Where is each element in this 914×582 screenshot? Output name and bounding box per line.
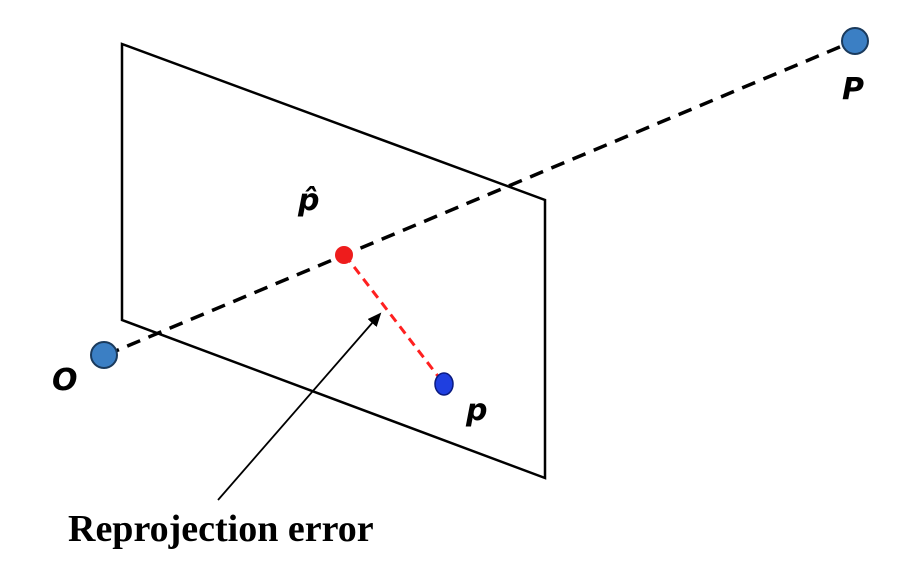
- reprojection-error-line: [343, 254, 446, 385]
- projected-point-marker: [335, 246, 353, 264]
- caption: Reprojection error: [68, 508, 374, 550]
- image-plane: [120, 42, 547, 480]
- projection-ray: [105, 39, 855, 357]
- world-point-marker: [841, 27, 869, 55]
- observed-point-marker: [434, 372, 454, 396]
- camera-center-label: O: [52, 363, 78, 398]
- camera-center-marker: [90, 341, 118, 369]
- observed-point-label: p: [465, 393, 487, 428]
- projected-point-label: p̂: [297, 183, 319, 218]
- world-point-label: P: [842, 72, 864, 107]
- error-arrow: [217, 312, 382, 501]
